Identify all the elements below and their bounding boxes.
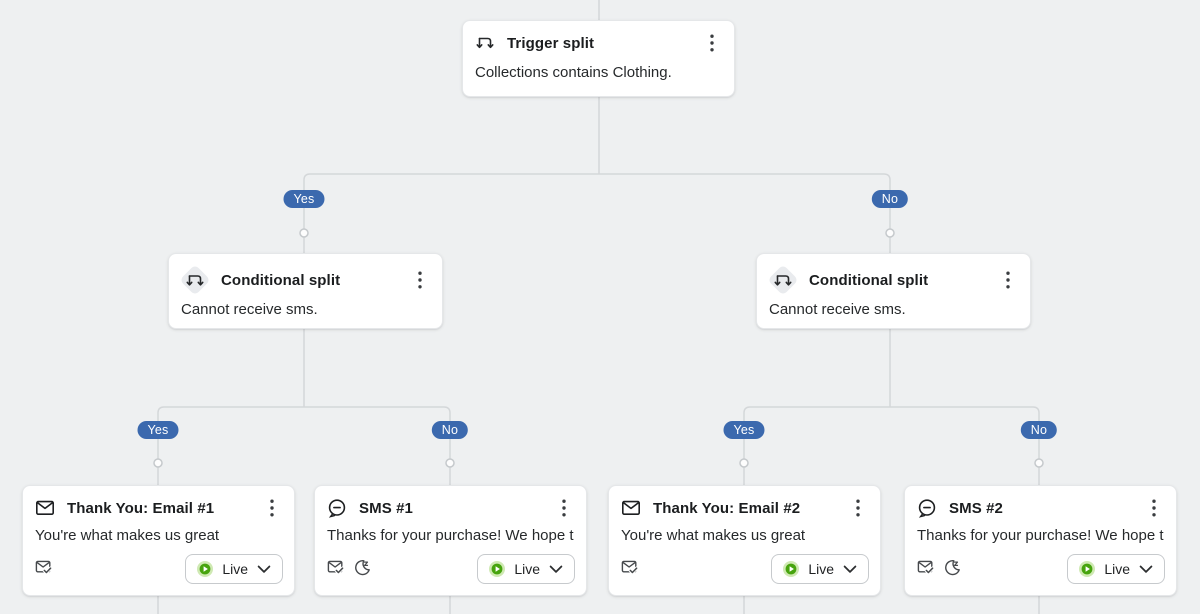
chevron-down-icon bbox=[1139, 565, 1153, 573]
status-label: Live bbox=[514, 561, 540, 577]
node-description: Thanks for your purchase! We hope that … bbox=[917, 527, 1164, 544]
conditional-split-icon bbox=[767, 264, 799, 296]
connector-port bbox=[299, 228, 309, 238]
kebab-icon bbox=[270, 499, 274, 517]
branch-badge-no: No bbox=[1020, 421, 1058, 439]
smart-sending-icon bbox=[620, 558, 639, 580]
kebab-icon bbox=[856, 499, 860, 517]
chevron-down-icon bbox=[549, 565, 563, 573]
smart-sending-icon bbox=[34, 558, 53, 580]
live-status-icon bbox=[197, 561, 214, 577]
email-node-1[interactable]: Thank You: Email #1 You're what makes us… bbox=[22, 485, 295, 596]
node-description: Collections contains Clothing. bbox=[475, 64, 672, 81]
status-dropdown[interactable]: Live bbox=[185, 554, 283, 584]
node-description: Thanks for your purchase! We hope that … bbox=[327, 527, 574, 544]
conditional-split-node-right[interactable]: Conditional split Cannot receive sms. bbox=[756, 253, 1031, 329]
node-title: Conditional split bbox=[809, 271, 929, 289]
node-menu-button[interactable] bbox=[554, 498, 574, 518]
live-status-icon bbox=[1079, 561, 1096, 577]
live-status-icon bbox=[489, 561, 506, 577]
connector-port bbox=[1034, 458, 1044, 468]
chevron-down-icon bbox=[257, 565, 271, 573]
status-label: Live bbox=[1104, 561, 1130, 577]
status-dropdown[interactable]: Live bbox=[477, 554, 575, 584]
quiet-hours-icon bbox=[353, 558, 371, 581]
email-icon bbox=[35, 498, 55, 518]
email-node-2[interactable]: Thank You: Email #2 You're what makes us… bbox=[608, 485, 881, 596]
node-title: Conditional split bbox=[221, 271, 341, 289]
branch-badge-no: No bbox=[871, 190, 909, 208]
status-label: Live bbox=[808, 561, 834, 577]
status-dropdown[interactable]: Live bbox=[771, 554, 869, 584]
node-description: You're what makes us great bbox=[621, 527, 806, 544]
node-menu-button[interactable] bbox=[410, 270, 430, 290]
node-title: SMS #2 bbox=[949, 499, 1003, 517]
connector-port bbox=[153, 458, 163, 468]
node-menu-button[interactable] bbox=[998, 270, 1018, 290]
branch-badge-yes: Yes bbox=[137, 421, 179, 439]
status-label: Live bbox=[222, 561, 248, 577]
kebab-icon bbox=[418, 271, 422, 289]
quiet-hours-icon bbox=[943, 558, 961, 581]
node-menu-button[interactable] bbox=[262, 498, 282, 518]
connector-port bbox=[739, 458, 749, 468]
smart-sending-icon bbox=[326, 558, 345, 580]
node-menu-button[interactable] bbox=[1144, 498, 1164, 518]
node-description: You're what makes us great bbox=[35, 527, 220, 544]
sms-icon bbox=[327, 498, 347, 518]
live-status-icon bbox=[783, 561, 800, 577]
email-icon bbox=[621, 498, 641, 518]
branch-badge-yes: Yes bbox=[283, 190, 325, 208]
kebab-icon bbox=[1152, 499, 1156, 517]
trigger-split-node[interactable]: Trigger split Collections contains Cloth… bbox=[462, 20, 735, 97]
node-title: Trigger split bbox=[507, 34, 595, 52]
kebab-icon bbox=[1006, 271, 1010, 289]
node-menu-button[interactable] bbox=[848, 498, 868, 518]
kebab-icon bbox=[710, 34, 714, 52]
connector-port bbox=[885, 228, 895, 238]
node-title: Thank You: Email #2 bbox=[653, 499, 801, 517]
conditional-split-node-left[interactable]: Conditional split Cannot receive sms. bbox=[168, 253, 443, 329]
sms-node-1[interactable]: SMS #1 Thanks for your purchase! We hope… bbox=[314, 485, 587, 596]
node-menu-button[interactable] bbox=[702, 33, 722, 53]
conditional-split-icon bbox=[179, 264, 211, 296]
node-title: SMS #1 bbox=[359, 499, 413, 517]
status-dropdown[interactable]: Live bbox=[1067, 554, 1165, 584]
node-description: Cannot receive sms. bbox=[769, 301, 906, 318]
kebab-icon bbox=[562, 499, 566, 517]
node-title: Thank You: Email #1 bbox=[67, 499, 215, 517]
branch-badge-no: No bbox=[431, 421, 469, 439]
sms-icon bbox=[917, 498, 937, 518]
sms-node-2[interactable]: SMS #2 Thanks for your purchase! We hope… bbox=[904, 485, 1177, 596]
trigger-split-icon bbox=[475, 34, 495, 52]
smart-sending-icon bbox=[916, 558, 935, 580]
node-description: Cannot receive sms. bbox=[181, 301, 318, 318]
connector-port bbox=[445, 458, 455, 468]
branch-badge-yes: Yes bbox=[723, 421, 765, 439]
chevron-down-icon bbox=[843, 565, 857, 573]
